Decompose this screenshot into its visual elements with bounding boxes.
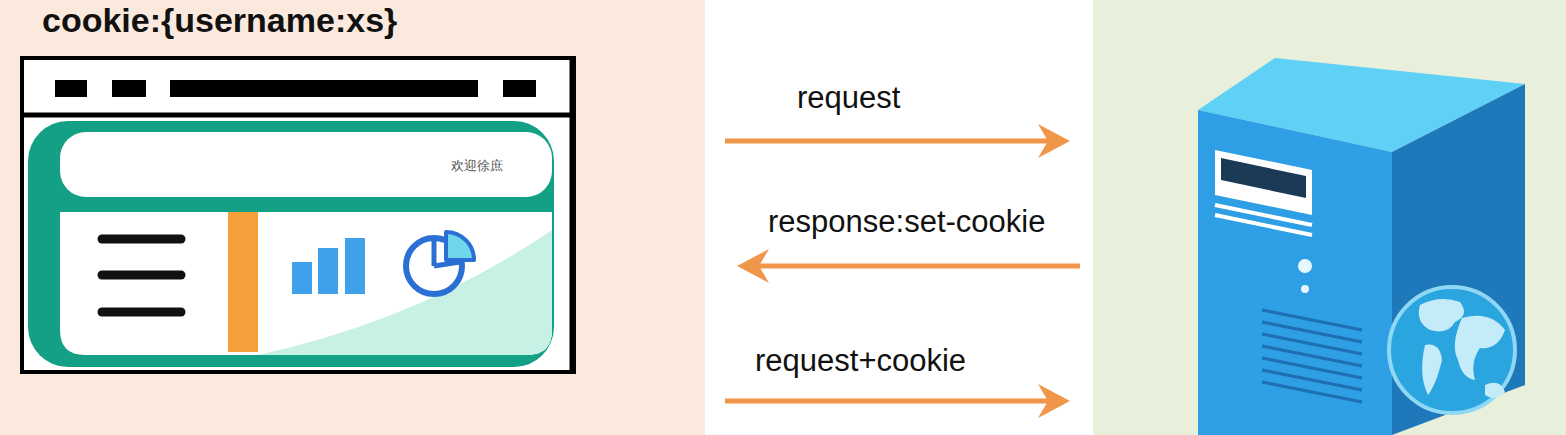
- browser-window-part: [432, 238, 437, 266]
- browser-window-part: [503, 80, 536, 97]
- arrows-part: [737, 249, 769, 283]
- arrows-part: [1038, 124, 1070, 158]
- globe: [1389, 287, 1515, 413]
- globe-part: [1485, 383, 1505, 398]
- server-tower-part-part: [1262, 334, 1362, 354]
- browser-window-part: [60, 132, 552, 197]
- browser-window-part: [22, 113, 574, 118]
- browser-window-part: [22, 58, 574, 372]
- globe-part: [1455, 316, 1505, 380]
- server-tower-part: [1221, 158, 1306, 198]
- browser-window-part: [318, 248, 338, 294]
- background-part: [705, 0, 1093, 435]
- server-tower-part-part: [1262, 358, 1362, 378]
- browser-window: [22, 57, 574, 373]
- server-tower-part: [1215, 205, 1312, 235]
- request-label: request+cookie: [755, 343, 966, 379]
- server-tower-part-part: [1215, 205, 1312, 225]
- globe-part: [1419, 299, 1464, 331]
- server-tower-part-part: [1215, 215, 1312, 235]
- request-label: request: [797, 80, 900, 116]
- browser-window-part: [112, 80, 146, 97]
- server-tower-part-part: [1262, 310, 1362, 330]
- browser-window-part: [345, 238, 365, 294]
- response-label: response:set-cookie: [768, 204, 1045, 240]
- arrows-part: [725, 399, 1052, 404]
- server-tower-part-part: [1262, 382, 1362, 402]
- server-tower-part-part: [1262, 322, 1362, 342]
- server-tower-part: [1298, 259, 1312, 273]
- browser-window-part: [434, 262, 460, 266]
- browser-window-part: [28, 121, 554, 367]
- globe-part: [1422, 345, 1442, 395]
- globe-part: [1389, 287, 1515, 413]
- browser-window-part: [258, 230, 552, 355]
- browser-window-part-part: [102, 308, 181, 317]
- background-part: [0, 0, 705, 435]
- background-part: [1093, 0, 1566, 435]
- arrows-part: [1038, 384, 1070, 418]
- arrows: [725, 124, 1080, 418]
- browser-window-part: [55, 80, 87, 97]
- server-tower-part: [1215, 150, 1312, 215]
- server-tower-part: [1198, 110, 1392, 435]
- server-tower: [1198, 58, 1525, 435]
- browser-window-part: [446, 232, 474, 260]
- server-tower-part: [1301, 285, 1309, 293]
- browser-window-part-part: [102, 235, 181, 244]
- browser-window-part: [102, 239, 181, 312]
- server-tower-part: [1262, 310, 1362, 402]
- arrows-part: [755, 264, 1080, 269]
- server-tower-part-part: [1262, 346, 1362, 366]
- welcome-text: 欢迎徐庶: [451, 159, 503, 174]
- browser-window-part: [292, 262, 312, 294]
- server-tower-part-part: [1262, 370, 1362, 390]
- browser-window-part-part: [102, 271, 181, 280]
- arrows-part: [725, 139, 1052, 144]
- browser-window-part: [228, 212, 258, 352]
- browser-window-part: [570, 57, 575, 373]
- browser-window-part: [170, 80, 478, 97]
- heading: cookie:{username:xs}: [42, 1, 397, 40]
- browser-window-part: [60, 212, 552, 355]
